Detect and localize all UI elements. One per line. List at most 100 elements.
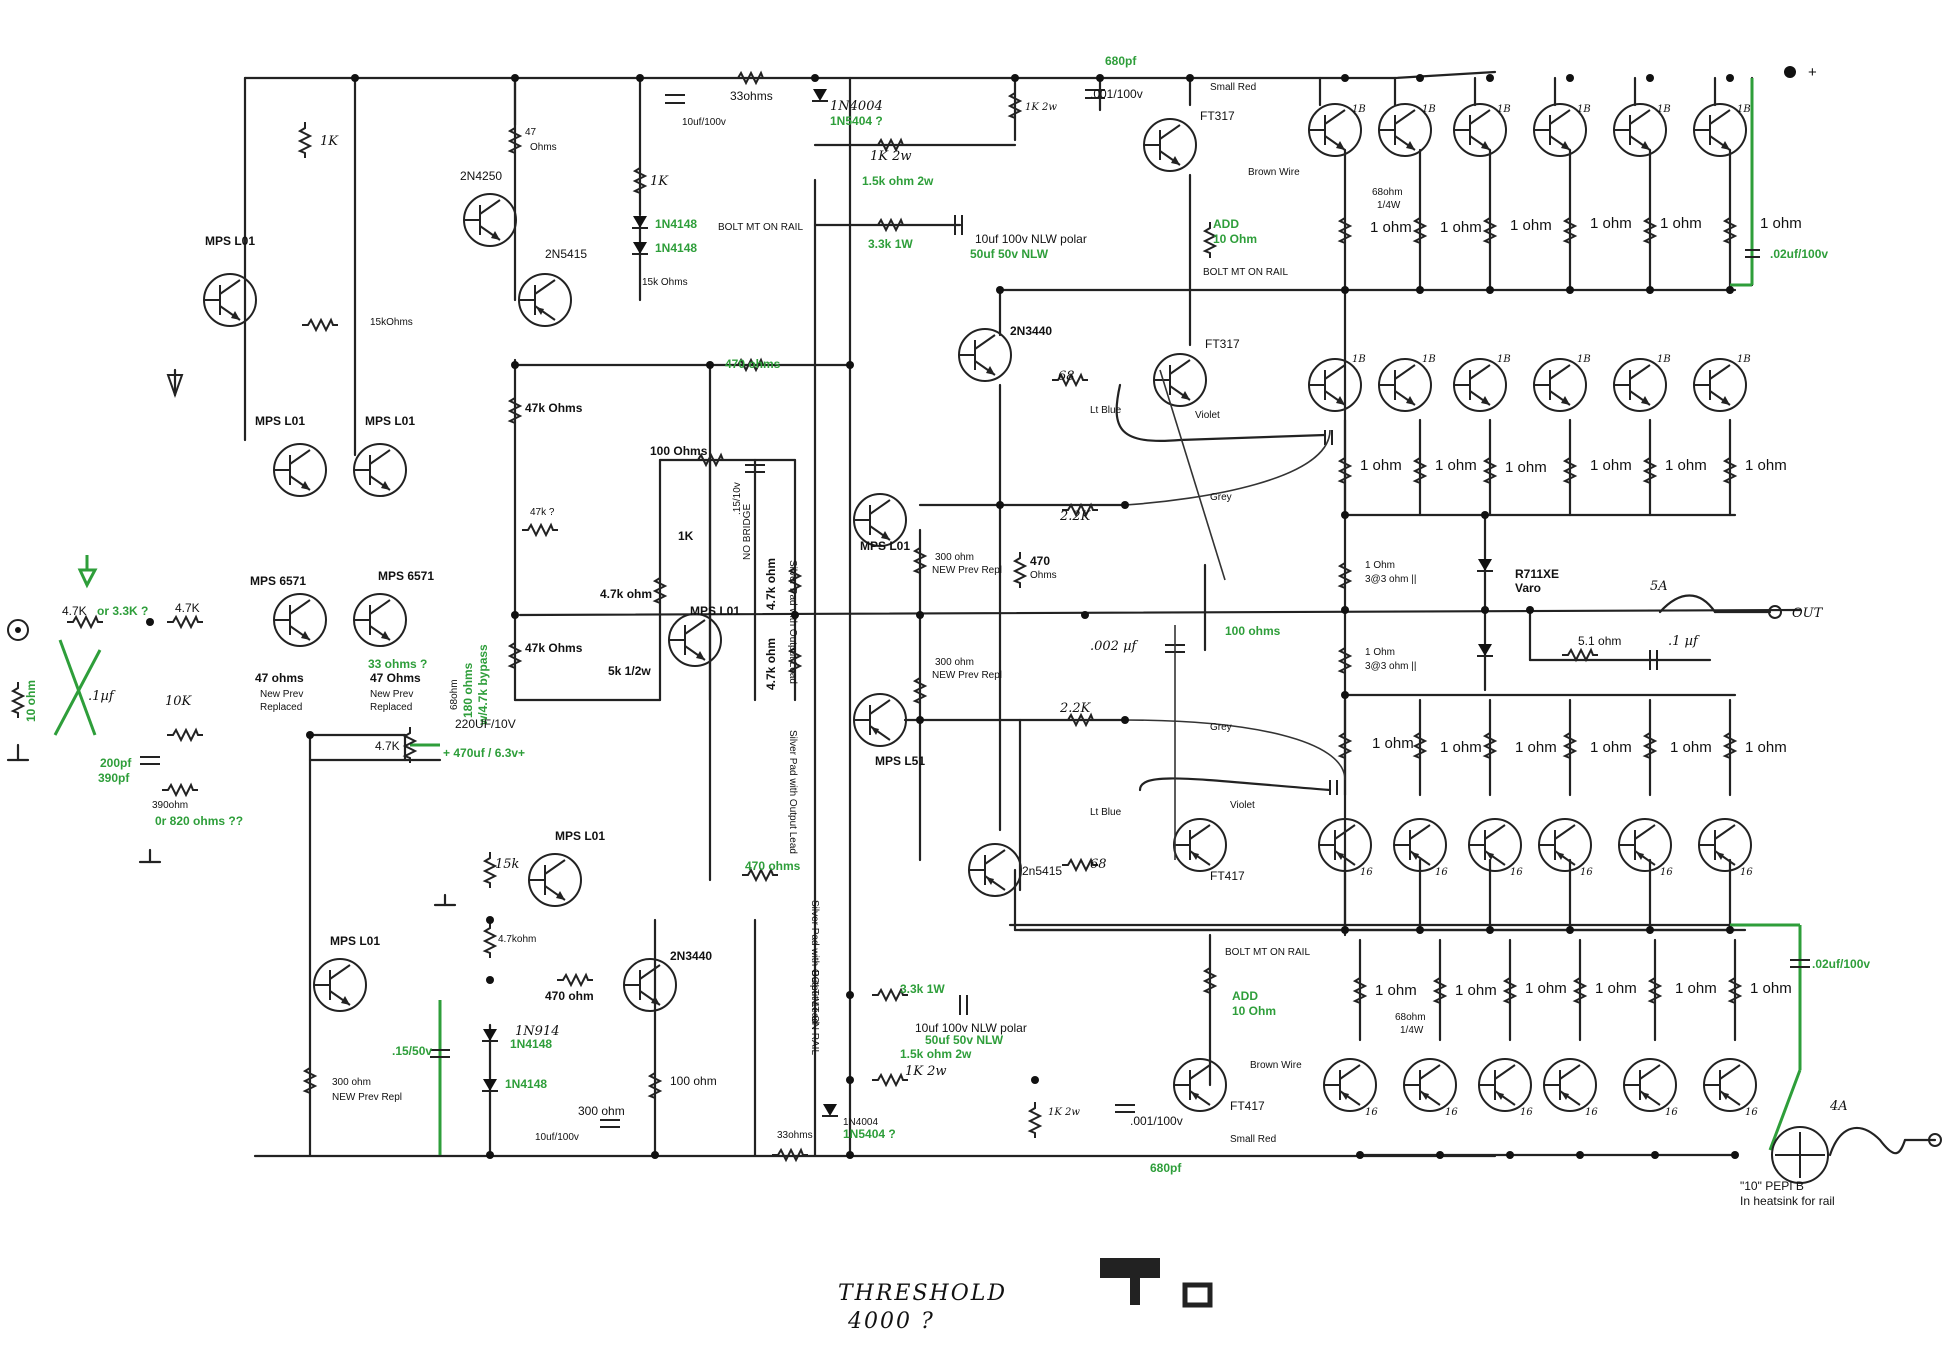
- out-q9: 1B: [1497, 354, 1511, 365]
- r-47k-small: 4.7K: [375, 739, 400, 753]
- bolt-bot: BOLT MT ON RAIL: [1225, 947, 1310, 958]
- r-1k-2w-bot: 1K 2w: [905, 1064, 947, 1079]
- c-15-10v: .15/10v: [732, 482, 743, 515]
- in-r-33k: or 3.3K ?: [97, 604, 148, 618]
- r-1ohm-b2: 1 ohm: [1455, 982, 1497, 999]
- r-47k-q: 47k ?: [530, 507, 555, 518]
- out-q14: 16: [1435, 867, 1448, 878]
- r-68-top: 68: [1058, 369, 1075, 384]
- r-100-bot: 100 ohm: [670, 1074, 717, 1088]
- r-1ohm-l5: 1 ohm: [1670, 739, 1712, 756]
- r-1ohm-t5: 1 ohm: [1660, 215, 1702, 232]
- title-line-2: 4000 ?: [847, 1309, 935, 1334]
- r-47kohm-bot: 4.7kohm: [498, 934, 536, 945]
- out-q3: 1B: [1497, 104, 1511, 115]
- in-10k: 10K: [165, 694, 193, 709]
- r-33k-top: 3.3k 1W: [868, 237, 913, 251]
- r-47ohms-a3: Replaced: [260, 702, 302, 713]
- out-q20: 16: [1445, 1107, 1458, 1118]
- c-02-top: .02uf/100v: [1770, 247, 1828, 261]
- r-47k-ohm-c: 4.7k ohm: [764, 638, 778, 690]
- c-10uf-bot: 10uf/100v: [535, 1132, 579, 1143]
- r-1k-left: 1K: [320, 134, 339, 149]
- r-1ohm-t1: 1 ohm: [1370, 219, 1412, 236]
- r-470-bot-mid: 470 ohms: [745, 859, 801, 873]
- out-q15: 16: [1510, 867, 1523, 878]
- varo2: Varo: [1515, 581, 1541, 595]
- r-1ohm-m5: 1 ohm: [1665, 457, 1707, 474]
- r-300-bot-alt: 300 ohm: [578, 1104, 625, 1118]
- out-q7: 1B: [1352, 354, 1366, 365]
- grey-top: Grey: [1210, 492, 1232, 503]
- d-1n914: 1N914: [515, 1024, 559, 1039]
- r-1ohm-t6: 1 ohm: [1760, 215, 1802, 232]
- no-bridge: NO BRIDGE: [742, 504, 753, 560]
- c-470: + 470uf / 6.3v+: [443, 746, 525, 760]
- r-1ohm-m2: 1 ohm: [1435, 457, 1477, 474]
- varo: R711XE: [1515, 567, 1559, 581]
- q-ft317-drv: FT317: [1200, 109, 1235, 123]
- r-47k-ohm-a: 4.7k ohm: [600, 587, 652, 601]
- pot-5k: 5k 1/2w: [608, 664, 651, 678]
- c-680pf-top: 680pf: [1105, 54, 1137, 68]
- violet-top: Violet: [1195, 410, 1220, 421]
- r-68ohm-v: 68ohm: [449, 679, 460, 710]
- d-1n4004-top: 1N4004: [830, 99, 883, 114]
- q-ft317-pre: FT317: [1205, 337, 1240, 351]
- c-10uf-bot2: 10uf 100v NLW polar: [915, 1021, 1027, 1035]
- bolt-left: BOLT MT ON RAIL: [718, 222, 803, 233]
- r-470-ohms-mid: 470: [1030, 554, 1050, 568]
- c-220: 220UF/10V: [455, 717, 516, 731]
- d-1n5404-bot: 1N5404 ?: [843, 1127, 896, 1141]
- r-33ohms-q: 33 ohms ?: [368, 657, 427, 671]
- d-1n4148-a: 1N4148: [655, 217, 697, 231]
- labels: + OUT 5A 4A "10" PEPI B In heatsink for …: [24, 54, 1870, 1208]
- r-1ohm-m3: 1 ohm: [1505, 459, 1547, 476]
- c-001-bot: .001/100v: [1130, 1114, 1183, 1128]
- r-33k-bot: 3.3k 1W: [900, 982, 945, 996]
- q-mps6571-left: MPS 6571: [250, 574, 306, 588]
- r-15k-bot-r: 1.5k ohm 2w: [900, 1047, 972, 1061]
- r-22k-bot: 2.2K: [1059, 701, 1092, 716]
- r-47-top: 47: [525, 127, 537, 138]
- q-ft417-drv: FT417: [1230, 1099, 1265, 1113]
- r-47ohms-a2: New Prev: [260, 689, 303, 700]
- output-section: [6, 66, 1942, 1184]
- out-q4: 1B: [1577, 104, 1591, 115]
- r-15k-bot: 15k: [495, 857, 520, 872]
- r-68-bot: 68: [1090, 857, 1107, 872]
- r-22k-top: 2.2K: [1059, 509, 1092, 524]
- c-001-top: .001/100v: [1090, 87, 1143, 101]
- r-300-top2: NEW Prev Repl: [932, 565, 1002, 576]
- q-mps6571-right: MPS 6571: [378, 569, 434, 583]
- r-33ohms-top: 33ohms: [730, 89, 773, 103]
- pepi-label-1: "10" PEPI B: [1740, 1179, 1804, 1193]
- r-1ohm-b4: 1 ohm: [1595, 980, 1637, 997]
- c-002: .002 µf: [1090, 639, 1139, 654]
- q-mps-l01-top: MPS L01: [205, 234, 255, 248]
- r-1k-mid: 1K: [650, 174, 669, 189]
- r-300-bot2: NEW Prev Repl: [332, 1092, 402, 1103]
- q-mps-l51: MPS L51: [875, 754, 925, 768]
- title-line-1: THRESHOLD: [838, 1281, 1007, 1306]
- c-02-bot: .02uf/100v: [1812, 957, 1870, 971]
- r-1ohm-l4: 1 ohm: [1590, 739, 1632, 756]
- r-1ohm-l3: 1 ohm: [1515, 739, 1557, 756]
- out-q21: 16: [1520, 1107, 1533, 1118]
- r-68ohm-top: 68ohm: [1372, 187, 1403, 198]
- lt-blue-bot: Lt Blue: [1090, 807, 1122, 818]
- r-1ohm-t3: 1 ohm: [1510, 217, 1552, 234]
- r-47ohms-a: 47 ohms: [255, 671, 304, 685]
- junction-dots: [146, 74, 1739, 1159]
- r-14w-top: 1/4W: [1377, 200, 1401, 211]
- r-1ohm-l1: 1 ohm: [1372, 735, 1414, 752]
- r-14w-bot: 1/4W: [1400, 1025, 1424, 1036]
- r-1ohm-b5: 1 ohm: [1675, 980, 1717, 997]
- silver-pad-top-2: Silver Pad with Output Lead: [787, 730, 798, 854]
- green-modifications: [53, 78, 1802, 1155]
- r-1k2w-bot: 1K 2w: [1048, 1107, 1080, 1118]
- r-1ohm-a2: 3@3 ohm ||: [1365, 574, 1416, 585]
- q-mps-l01-pair-left: MPS L01: [255, 414, 305, 428]
- r-1ohm-b: 1 Ohm: [1365, 647, 1395, 658]
- r-1ohm-t2: 1 ohm: [1440, 219, 1482, 236]
